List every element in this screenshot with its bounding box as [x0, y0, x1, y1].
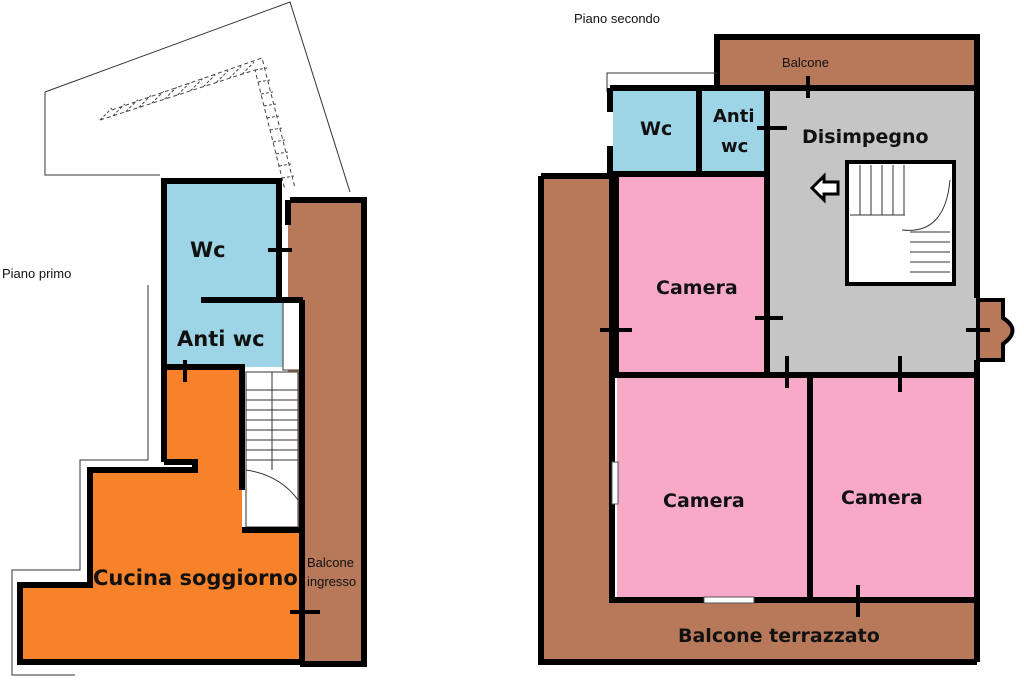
room-label-anti-line1: Anti	[713, 106, 755, 127]
room-label-anti-wc: Anti wc	[177, 327, 265, 351]
room-label-balcone-line1: Balcone	[307, 555, 354, 570]
floor1-walls	[17, 178, 305, 665]
room-label-anti-line2: wc	[721, 136, 748, 157]
floor1-external-stair-outline	[44, 1, 351, 193]
camera3-area	[813, 378, 975, 598]
room-label-balcone-line2: ingresso	[307, 574, 356, 589]
floor2-title: Piano secondo	[574, 11, 660, 26]
floor1-terrace-outline	[11, 285, 149, 676]
stair-step	[215, 70, 229, 83]
stair-step	[266, 115, 280, 119]
stair-step	[228, 65, 242, 79]
stair-landing	[282, 301, 301, 371]
room-label-camera2: Camera	[663, 490, 745, 512]
floor2-wc-area	[610, 90, 767, 174]
window-bottom	[703, 596, 755, 604]
cucina-soggiorno-area	[20, 367, 300, 662]
floor1-external-outline	[44, 92, 160, 176]
direction-arrow-icon	[809, 172, 840, 204]
stair-step	[138, 95, 152, 108]
external-staircase	[99, 57, 296, 191]
stair-step	[269, 127, 283, 131]
stair-step	[151, 90, 165, 104]
room-label-camera1: Camera	[656, 277, 738, 299]
stair-step	[275, 151, 289, 155]
room-label-wc: Wc	[190, 238, 226, 262]
bay-window	[976, 298, 1015, 362]
window-left	[611, 461, 619, 505]
balcone-top-wall	[714, 34, 980, 90]
room-label-floor2-wc: Wc	[640, 118, 672, 140]
window-wc	[607, 112, 613, 146]
floor1-title: Piano primo	[2, 266, 71, 281]
internal-staircase-floor1	[245, 371, 299, 528]
stair-step	[263, 103, 277, 107]
balcone-ingresso-wall	[290, 197, 367, 667]
room-label-camera3: Camera	[841, 487, 923, 509]
balcone-terrazzato-area	[541, 176, 977, 662]
spiral-staircase	[845, 160, 956, 286]
floor1-plan: Piano primo Wc Anti wc Cucina soggiorno …	[2, 1, 367, 676]
stair-step	[99, 107, 113, 121]
floor2-plan: Piano secondo Balcone Wc Anti wc Disimpe…	[538, 11, 1015, 665]
camera2-area	[617, 378, 809, 598]
anti-wc-area	[164, 299, 302, 367]
stair-step	[177, 82, 190, 96]
stair-step	[278, 163, 292, 167]
room-label-balcone-terrazzato: Balcone terrazzato	[678, 625, 880, 647]
stair-step	[260, 91, 274, 95]
stair-step	[254, 67, 268, 71]
room-label-disimpegno: Disimpegno	[802, 126, 929, 148]
stair-step	[164, 86, 177, 100]
floor2-door-marks	[600, 76, 990, 617]
stair-step	[272, 139, 286, 143]
floor2-external-outline	[606, 72, 717, 92]
stair-step	[202, 74, 216, 88]
stair-step	[257, 79, 271, 83]
stair-step	[190, 78, 203, 92]
wc-area	[164, 181, 279, 299]
balcone-top-area	[717, 37, 977, 85]
stair-step	[241, 61, 255, 75]
stair-step	[112, 103, 126, 117]
camera1-area	[618, 177, 767, 373]
stair-step	[125, 99, 139, 113]
stair-step	[281, 175, 295, 179]
room-label-cucina-soggiorno: Cucina soggiorno	[93, 566, 298, 590]
room-label-balcone-top: Balcone	[782, 55, 829, 70]
floor1-door-marks	[183, 248, 320, 614]
